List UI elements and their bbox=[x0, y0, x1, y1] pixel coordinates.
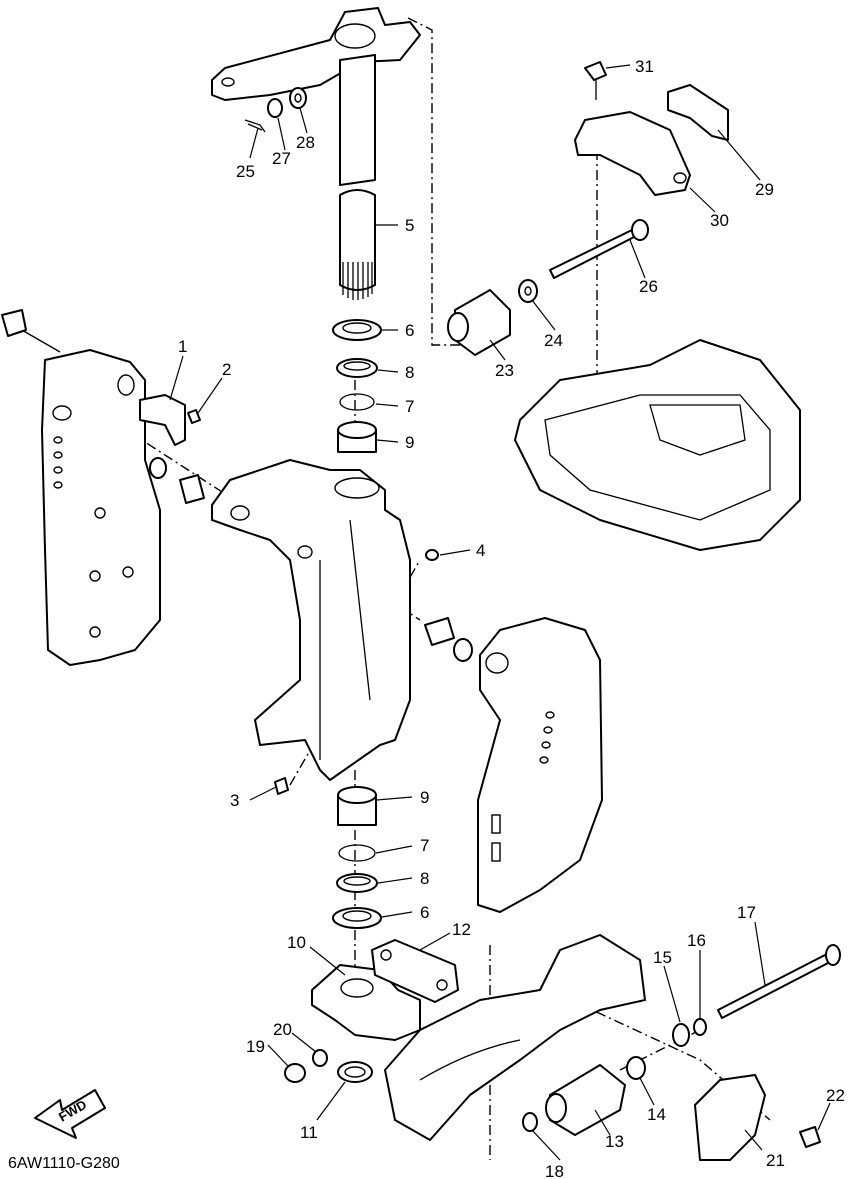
callout-9-upper: 9 bbox=[405, 433, 414, 452]
callout-8-upper: 8 bbox=[405, 363, 414, 382]
callout-25: 25 bbox=[236, 162, 255, 181]
upper-mount-plate bbox=[514, 339, 801, 551]
callout-18: 18 bbox=[545, 1162, 564, 1179]
callout-21: 21 bbox=[766, 1151, 785, 1170]
callout-16: 16 bbox=[687, 931, 706, 950]
callout-6-upper: 6 bbox=[405, 321, 414, 340]
swivel-bracket bbox=[211, 459, 411, 781]
callout-4: 4 bbox=[476, 541, 485, 560]
callout-27: 27 bbox=[272, 149, 291, 168]
callout-11: 11 bbox=[300, 1123, 318, 1142]
callout-31: 31 bbox=[635, 57, 654, 76]
callout-13: 13 bbox=[605, 1132, 624, 1151]
callout-3: 3 bbox=[230, 791, 239, 810]
upper-bushings-stack bbox=[332, 319, 382, 453]
callout-15: 15 bbox=[653, 948, 672, 967]
callout-28: 28 bbox=[296, 133, 315, 152]
callout-12: 12 bbox=[452, 920, 471, 939]
bracket-fasteners bbox=[149, 409, 473, 795]
callout-30: 30 bbox=[710, 211, 729, 230]
callout-6-lower: 6 bbox=[420, 903, 429, 922]
lower-mount-parts bbox=[284, 939, 841, 1161]
callout-24: 24 bbox=[544, 331, 563, 350]
callout-7-lower: 7 bbox=[420, 836, 429, 855]
callout-7-upper: 7 bbox=[405, 397, 414, 416]
callout-9-lower: 9 bbox=[420, 788, 429, 807]
callout-19: 19 bbox=[246, 1037, 265, 1056]
callout-20: 20 bbox=[273, 1020, 292, 1039]
left-clamp-bracket bbox=[41, 349, 161, 666]
steering-shaft bbox=[339, 54, 376, 300]
callout-29: 29 bbox=[755, 180, 774, 199]
lower-bushings-stack bbox=[332, 786, 382, 929]
leader-lines bbox=[169, 64, 831, 1161]
small-fasteners-upper bbox=[244, 87, 307, 133]
trim-sensor bbox=[1, 309, 186, 446]
callout-5: 5 bbox=[405, 216, 414, 235]
callout-10: 10 bbox=[287, 933, 306, 952]
lower-mount-housing bbox=[384, 934, 646, 1141]
drawing-code: 6AW1110-G280 bbox=[8, 1155, 120, 1172]
callout-23: 23 bbox=[495, 361, 514, 380]
callout-17: 17 bbox=[737, 903, 756, 922]
right-clamp-bracket bbox=[477, 617, 603, 913]
steering-arm bbox=[211, 7, 421, 101]
forward-arrow-icon: FWD bbox=[34, 1089, 106, 1139]
callout-numbers: 1 2 3 4 5 6 6 7 7 8 8 9 9 10 11 12 13 14… bbox=[178, 57, 845, 1179]
upper-mount-parts bbox=[447, 61, 729, 356]
callout-2: 2 bbox=[222, 360, 231, 379]
callout-8-lower: 8 bbox=[420, 869, 429, 888]
callout-1: 1 bbox=[178, 337, 187, 356]
callout-22: 22 bbox=[826, 1086, 845, 1105]
callout-14: 14 bbox=[647, 1105, 666, 1124]
callout-26: 26 bbox=[639, 277, 658, 296]
